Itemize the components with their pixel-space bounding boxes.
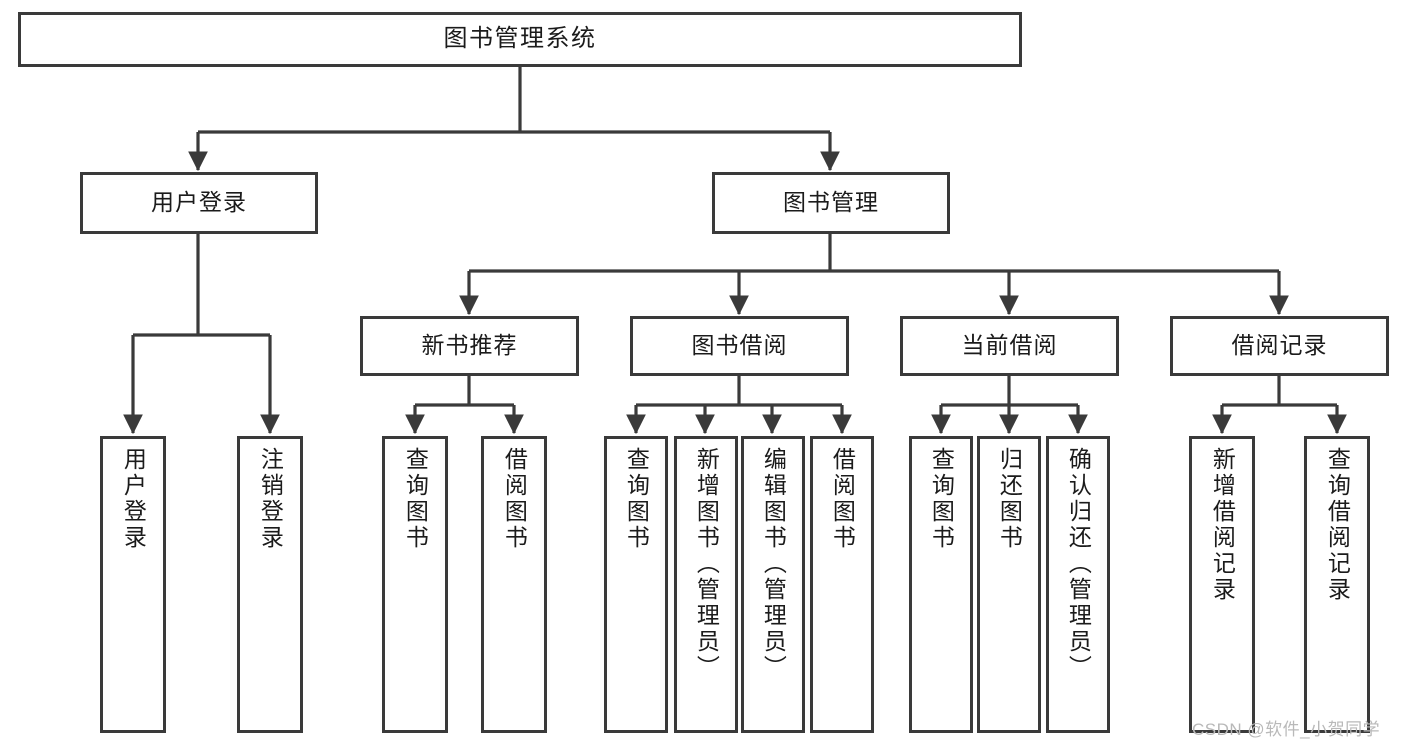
node-label: 图书管理系统 xyxy=(443,25,597,53)
node-label: 新增借阅记录 xyxy=(1209,447,1236,603)
node-label: 图书借阅 xyxy=(691,332,788,359)
leaf-confirm-return-admin[interactable]: 确认归还（管理员） xyxy=(1046,436,1110,733)
leaf-query-book-recommend[interactable]: 查询图书 xyxy=(382,436,448,733)
node-label: 确认归还（管理员） xyxy=(1065,447,1092,681)
node-label: 新增图书（管理员） xyxy=(693,447,720,681)
node-label: 编辑图书（管理员） xyxy=(760,447,787,681)
node-label: 用户登录 xyxy=(151,189,247,216)
node-label: 图书管理 xyxy=(783,189,879,216)
leaf-logout[interactable]: 注销登录 xyxy=(237,436,303,733)
node-label: 查询图书 xyxy=(623,447,650,551)
leaf-borrow-book-recommend[interactable]: 借阅图书 xyxy=(481,436,547,733)
leaf-borrow-book[interactable]: 借阅图书 xyxy=(810,436,874,733)
node-label: 借阅图书 xyxy=(501,447,528,551)
node-book-borrow[interactable]: 图书借阅 xyxy=(630,316,849,376)
leaf-query-book-borrow[interactable]: 查询图书 xyxy=(604,436,668,733)
node-label: 借阅记录 xyxy=(1231,332,1328,359)
node-label: 归还图书 xyxy=(996,447,1023,551)
leaf-add-book-admin[interactable]: 新增图书（管理员） xyxy=(674,436,738,733)
node-user-login[interactable]: 用户登录 xyxy=(80,172,318,234)
node-label: 新书推荐 xyxy=(421,332,518,359)
leaf-return-book[interactable]: 归还图书 xyxy=(977,436,1041,733)
node-label: 用户登录 xyxy=(120,447,147,551)
node-label: 查询图书 xyxy=(928,447,955,551)
leaf-edit-book-admin[interactable]: 编辑图书（管理员） xyxy=(741,436,805,733)
node-label: 查询图书 xyxy=(402,447,429,551)
node-current-borrow[interactable]: 当前借阅 xyxy=(900,316,1119,376)
node-label: 注销登录 xyxy=(257,447,284,551)
node-new-book-recommend[interactable]: 新书推荐 xyxy=(360,316,579,376)
leaf-query-book-current[interactable]: 查询图书 xyxy=(909,436,973,733)
leaf-query-borrow-record[interactable]: 查询借阅记录 xyxy=(1304,436,1370,733)
node-book-management[interactable]: 图书管理 xyxy=(712,172,950,234)
node-root-system[interactable]: 图书管理系统 xyxy=(18,12,1022,67)
leaf-add-borrow-record[interactable]: 新增借阅记录 xyxy=(1189,436,1255,733)
node-borrow-record[interactable]: 借阅记录 xyxy=(1170,316,1389,376)
node-label: 查询借阅记录 xyxy=(1324,447,1351,603)
node-label: 当前借阅 xyxy=(961,332,1058,359)
csdn-watermark: CSDN @软件_小贺同学 xyxy=(1192,720,1381,739)
leaf-user-login[interactable]: 用户登录 xyxy=(100,436,166,733)
node-label: 借阅图书 xyxy=(829,447,856,551)
